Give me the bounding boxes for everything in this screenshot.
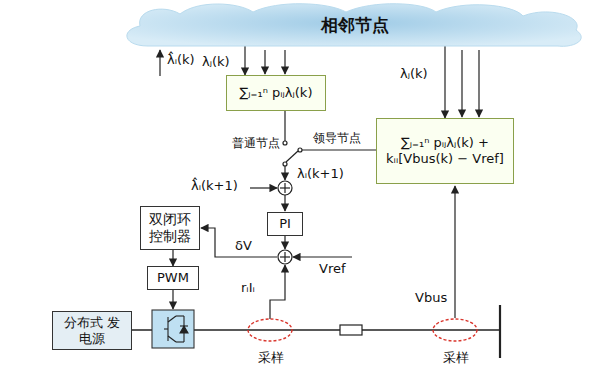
signal-label: 领导节点 (312, 131, 362, 145)
summing-junction (278, 250, 292, 264)
cloud-region: 相邻节点 (118, 0, 592, 50)
input-arrow (284, 50, 285, 74)
bus-wire (132, 329, 152, 331)
wire (250, 187, 277, 188)
wire (284, 195, 285, 211)
sampling-point (433, 319, 477, 341)
sampling-point (248, 319, 292, 341)
signal-arrow (244, 46, 245, 75)
switch-contact (283, 162, 287, 166)
source-box: 分布式 发电源 (52, 311, 132, 350)
bus-bar (499, 305, 501, 358)
summing-junction (284, 183, 285, 193)
signal-label: λⱼ(k) (399, 66, 429, 82)
signal-label: 普通节点 (231, 136, 281, 150)
wire (270, 265, 285, 319)
node-text: 相邻节点 (321, 15, 389, 35)
input-arrow (264, 50, 265, 74)
process-box: ∑ⱼ₌₁ⁿ pᵢⱼλⱼ(k) (226, 75, 326, 111)
output-arrow (159, 50, 160, 76)
sampling-label: 采样 (257, 350, 285, 366)
summing-junction (278, 181, 292, 195)
node-text: 分布式 发电源 (58, 315, 126, 346)
controller-box: 双闭环控制器 (140, 206, 200, 250)
line-impedance (340, 325, 362, 335)
node-text: 双闭环控制器 (146, 211, 194, 245)
signal-label: λ̂ᵢ(k) (166, 52, 196, 68)
switch-contact (298, 148, 302, 152)
input-arrow (461, 50, 462, 117)
pi-block: PI (267, 212, 303, 236)
wire (284, 111, 285, 141)
switch-blade (286, 151, 298, 162)
wire (201, 228, 277, 257)
wire (302, 149, 376, 150)
pwm-box: PWM (147, 266, 199, 290)
node-text: ∑ⱼ₌₁ⁿ pᵢⱼλⱼ(k) (240, 85, 313, 101)
signal-label: Vbus (414, 290, 448, 306)
signal-label: λⱼ(k) (201, 54, 231, 70)
wire (293, 256, 352, 257)
converter-symbol (152, 310, 194, 348)
signal-label: δV (234, 238, 253, 254)
wire (284, 234, 285, 249)
sampling-label: 采样 (442, 350, 470, 366)
switch-contact (283, 141, 287, 145)
wire (284, 166, 285, 180)
node-text: ∑ⱼ₌₁ⁿ pᵢⱼλⱼ(k) + kᵢᵢ[Vbus(k) − Vref] (382, 135, 508, 166)
signal-label: Vref (318, 261, 347, 277)
wire (454, 186, 455, 318)
signal-label: rᵢIᵢ (240, 280, 256, 296)
signal-label: λᵢ(k+1) (296, 166, 345, 182)
node-text: PWM (157, 270, 189, 286)
signal-label: λ̂ᵢ(k+1) (190, 178, 239, 194)
wire (172, 288, 173, 309)
node-text: PI (279, 216, 291, 232)
process-box: ∑ⱼ₌₁ⁿ pᵢⱼλⱼ(k) + kᵢᵢ[Vbus(k) − Vref] (376, 118, 514, 184)
summing-junction (284, 252, 285, 262)
signal-arrow (444, 46, 445, 118)
input-arrow (478, 50, 479, 117)
signal-arrow (172, 250, 173, 266)
